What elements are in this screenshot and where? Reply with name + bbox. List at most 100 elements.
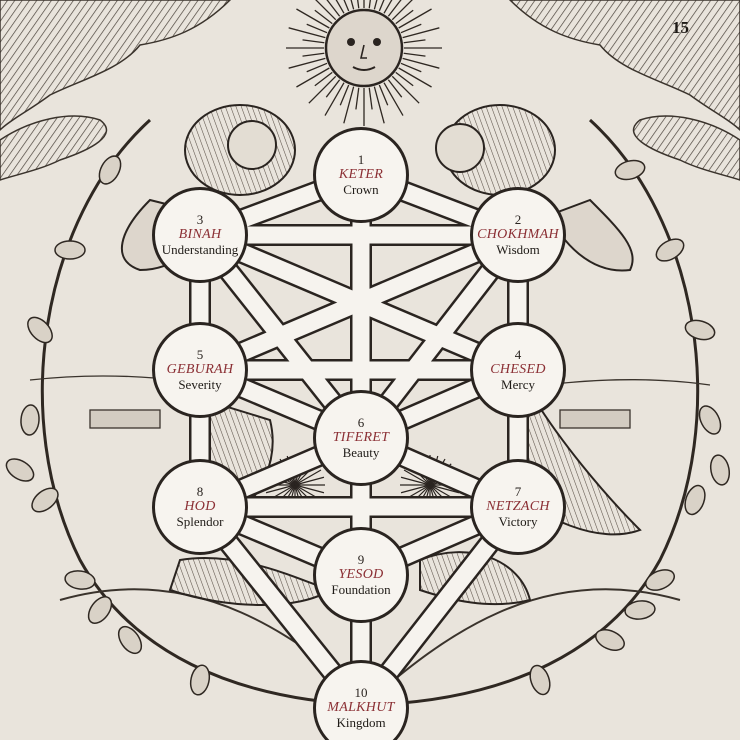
sun-ray [400, 23, 422, 34]
sephirah-number: 5 [196, 346, 204, 362]
leaf [698, 405, 722, 435]
sun-ray [398, 8, 432, 29]
sephirah-name: HOD [184, 499, 216, 515]
sephirah-number: 8 [196, 483, 204, 499]
sephirah-malkhut: 10 MALKHUT Kingdom [313, 660, 409, 740]
sun-ray [395, 71, 414, 87]
leaf [64, 570, 96, 590]
sun-ray [288, 27, 326, 39]
sephirah-hod: 8 HOD Splendor [152, 459, 248, 555]
leaf [27, 316, 53, 344]
sun-ray [373, 86, 385, 124]
star-ray [429, 484, 460, 494]
sun-ray [302, 52, 325, 57]
sun-ray [306, 23, 328, 34]
sephirah-number: 10 [354, 684, 368, 700]
leaf [624, 600, 656, 620]
sun-ray [339, 84, 350, 106]
leaf [117, 625, 143, 655]
sun-ray [403, 52, 426, 57]
leaf [645, 569, 675, 591]
sun-ray [355, 87, 360, 110]
sun-ray [343, 0, 350, 12]
leaf [98, 155, 122, 185]
sephirah-meaning: Mercy [501, 376, 535, 392]
sephirah-name: CHOKHMAH [477, 227, 559, 243]
sun-ray [391, 75, 420, 104]
sun-ray [383, 0, 393, 14]
sun-ray [314, 71, 333, 87]
sephirah-yesod: 9 YESOD Foundation [313, 527, 409, 623]
leaf [54, 240, 86, 260]
leaf [684, 484, 706, 516]
sephirah-chokhmah: 2 CHOKHMAH Wisdom [470, 187, 566, 283]
star-ray [403, 469, 431, 486]
star-ray [400, 476, 431, 486]
sun-ray [343, 86, 355, 124]
sun-ray [395, 9, 414, 25]
sephirah-meaning: Crown [343, 181, 379, 197]
sephirah-meaning: Splendor [176, 513, 224, 529]
leaf [87, 596, 113, 624]
leaf [31, 487, 59, 513]
star-ray [294, 484, 325, 494]
sun-ray [325, 79, 341, 98]
leaf [189, 664, 211, 696]
sun-ray [387, 79, 403, 98]
sephirah-geburah: 5 GEBURAH Severity [152, 322, 248, 418]
sun-ray [400, 62, 422, 73]
sephirah-meaning: Foundation [331, 581, 391, 597]
sephirah-keter: 1 KETER Crown [313, 127, 409, 223]
sun-ray [378, 0, 385, 12]
leaf [684, 319, 716, 341]
sun-ray [383, 82, 404, 116]
sun-ray [326, 0, 341, 17]
leaf [595, 629, 625, 651]
sun-ray [357, 0, 360, 9]
sun-ray [368, 87, 373, 110]
star-ray [294, 476, 325, 486]
sun-ray [296, 67, 330, 88]
leaf [20, 404, 40, 436]
sephirah-tiferet: 6 TIFERET Beauty [313, 390, 409, 486]
sun-ray [402, 57, 440, 69]
sephirah-name: TIFERET [332, 430, 390, 446]
sephirah-name: NETZACH [486, 499, 550, 515]
sephirah-name: BINAH [178, 227, 222, 243]
sephirah-number: 3 [196, 211, 204, 227]
sephirah-chesed: 4 CHESED Mercy [470, 322, 566, 418]
leaf [614, 159, 646, 181]
sun-ray [302, 39, 325, 44]
star-ray [294, 469, 322, 486]
sun-ray [296, 8, 330, 29]
star-ray [265, 484, 296, 494]
sun-face-illustration [286, 0, 442, 126]
sun-ray [335, 0, 345, 14]
sephirah-number: 4 [514, 346, 522, 362]
sun-ray [368, 0, 371, 9]
sun-ray [315, 0, 337, 21]
sephirah-number: 7 [514, 483, 522, 499]
sun-ray [398, 67, 432, 88]
sephirah-meaning: Wisdom [496, 241, 540, 257]
vine-leaves [5, 155, 731, 696]
sephirah-binah: 3 BINAH Understanding [152, 187, 248, 283]
leaf [709, 454, 731, 486]
leaf [655, 238, 685, 262]
sephirah-meaning: Beauty [342, 444, 380, 460]
clouds-right [508, 0, 740, 181]
clouds-left [0, 0, 232, 181]
page-number: 15 [672, 18, 689, 37]
sephirah-meaning: Severity [178, 376, 222, 392]
sephirah-number: 9 [357, 551, 365, 567]
sun-ray [314, 9, 333, 25]
sun-ray [402, 27, 440, 39]
sephirah-netzach: 7 NETZACH Victory [470, 459, 566, 555]
sephirah-name: CHESED [490, 362, 546, 378]
sephirah-name: KETER [338, 167, 384, 183]
sephirah-number: 2 [514, 211, 522, 227]
leaf [529, 664, 551, 696]
sun-ray [387, 0, 402, 17]
